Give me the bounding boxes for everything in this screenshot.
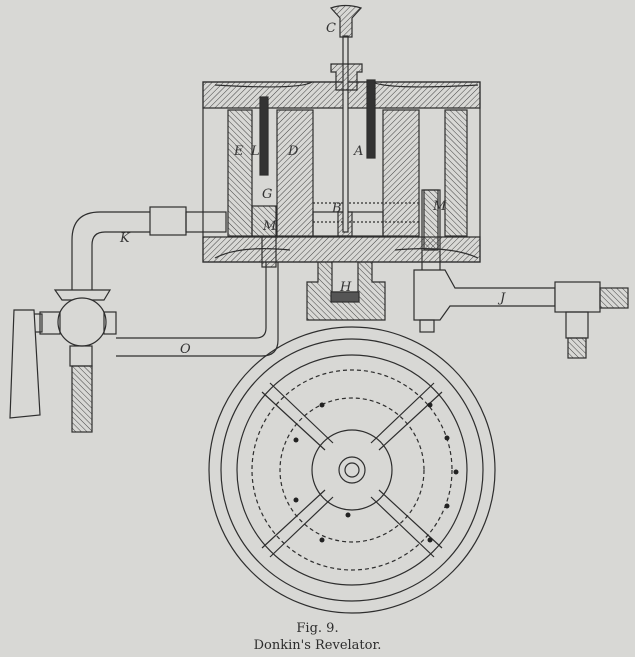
label-o: O bbox=[180, 342, 191, 357]
spout bbox=[69, 345, 93, 367]
label-m-right: M bbox=[432, 199, 447, 214]
valve-stem bbox=[39, 311, 61, 335]
label-l: L bbox=[250, 144, 260, 159]
top-lid bbox=[202, 81, 481, 109]
label-k: K bbox=[119, 231, 131, 246]
pipe-k-coupling bbox=[149, 206, 187, 236]
pipe-k-bend bbox=[71, 211, 150, 290]
label-e: E bbox=[233, 144, 244, 159]
label-a: A bbox=[353, 144, 363, 159]
knob-c bbox=[329, 4, 363, 38]
pipe-j-tee bbox=[554, 281, 601, 313]
sectional-view bbox=[9, 4, 629, 433]
pipe-o bbox=[116, 262, 279, 357]
label-m-left: M bbox=[262, 219, 277, 234]
label-g: G bbox=[262, 187, 272, 202]
thermometer-left bbox=[259, 96, 269, 176]
thermometer-right bbox=[366, 79, 376, 159]
revelator-diagram: C E L D A G B M M H K O J bbox=[9, 4, 629, 614]
pipe-j-elbow bbox=[413, 269, 556, 321]
valve-m bbox=[251, 205, 277, 237]
label-j: J bbox=[497, 291, 506, 306]
gland-nut bbox=[330, 63, 363, 91]
label-c: C bbox=[326, 21, 336, 36]
valve-body bbox=[57, 297, 107, 347]
figure-number: Fig. 9. bbox=[296, 621, 339, 636]
figure-labels: C E L D A G B M M H K O J bbox=[119, 21, 506, 357]
valve-cap bbox=[53, 289, 112, 301]
spokes bbox=[261, 382, 443, 558]
valve-handle bbox=[9, 309, 41, 419]
wall-outer bbox=[444, 109, 468, 237]
label-d: D bbox=[287, 144, 299, 159]
figure-caption: Donkin's Revelator. bbox=[253, 638, 382, 653]
wall-right bbox=[382, 109, 420, 237]
pipe-k-straight bbox=[185, 211, 227, 233]
wall-e bbox=[227, 109, 253, 237]
holes bbox=[293, 402, 459, 543]
wall-d bbox=[276, 109, 314, 237]
plan-view bbox=[208, 326, 496, 614]
label-h: H bbox=[339, 280, 352, 295]
label-b: B bbox=[331, 201, 342, 216]
